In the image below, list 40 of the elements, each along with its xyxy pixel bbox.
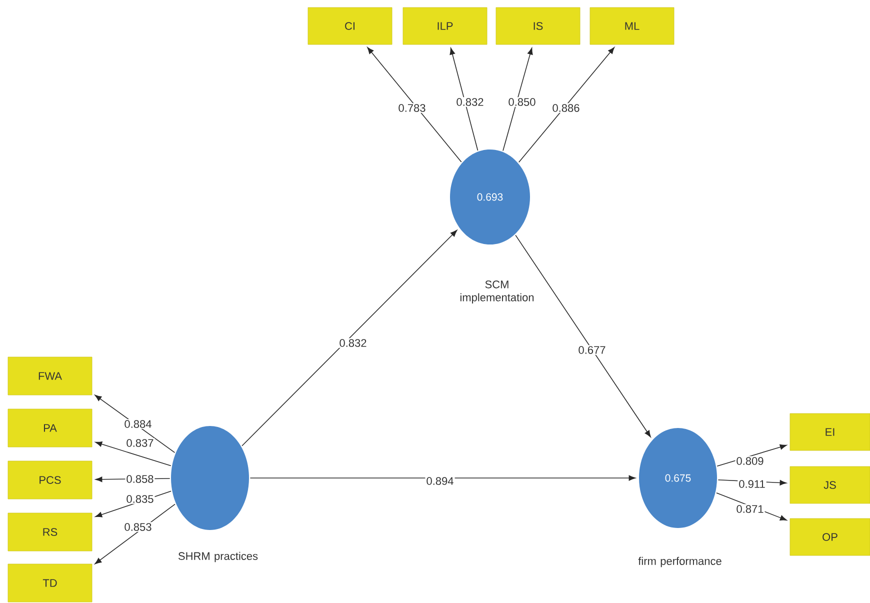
indicator-box: JS xyxy=(790,466,870,504)
construct-label: SHRM practices xyxy=(178,552,258,562)
arrow xyxy=(450,48,478,151)
edge-label: 0.911 xyxy=(738,479,766,489)
edge-label: 0.850 xyxy=(507,97,537,107)
arrow xyxy=(515,234,651,438)
edge-label: 0.886 xyxy=(551,103,581,113)
edge-label: 0.677 xyxy=(577,345,607,355)
arrow xyxy=(94,504,176,564)
indicator-box: EI xyxy=(790,413,870,451)
indicator-box: TD xyxy=(8,564,92,602)
edge-label: 0.884 xyxy=(123,419,153,429)
indicator-box: ILP xyxy=(402,7,488,45)
indicator-box: OP xyxy=(790,518,870,556)
arrow xyxy=(518,47,615,163)
edge-label: 0.783 xyxy=(397,103,427,113)
edge-label: 0.871 xyxy=(735,504,765,514)
edge-label: 0.858 xyxy=(125,474,155,484)
construct-label: SCM implementation xyxy=(460,280,534,304)
indicator-box: ML xyxy=(590,7,674,45)
arrow xyxy=(242,230,458,446)
indicator-box: PCS xyxy=(8,460,92,500)
indicator-box: CI xyxy=(308,7,392,45)
edge-label: 0.894 xyxy=(425,476,455,486)
edge-label: 0.832 xyxy=(338,338,368,348)
arrow xyxy=(95,441,172,466)
arrow xyxy=(502,48,533,152)
edge-label: 0.832 xyxy=(455,97,485,107)
arrow xyxy=(250,475,636,481)
edge-label: 0.837 xyxy=(125,438,155,448)
arrow xyxy=(94,394,176,453)
construct-label: firm performance xyxy=(638,556,722,568)
indicator-box: PA xyxy=(8,408,92,448)
indicator-box: IS xyxy=(496,7,580,45)
edge-label: 0.835 xyxy=(125,494,155,504)
arrow xyxy=(367,47,462,162)
edge-label: 0.809 xyxy=(735,456,765,466)
indicator-box: FWA xyxy=(8,356,92,396)
edge-label: 0.853 xyxy=(123,522,153,532)
indicator-box: RS xyxy=(8,512,92,552)
